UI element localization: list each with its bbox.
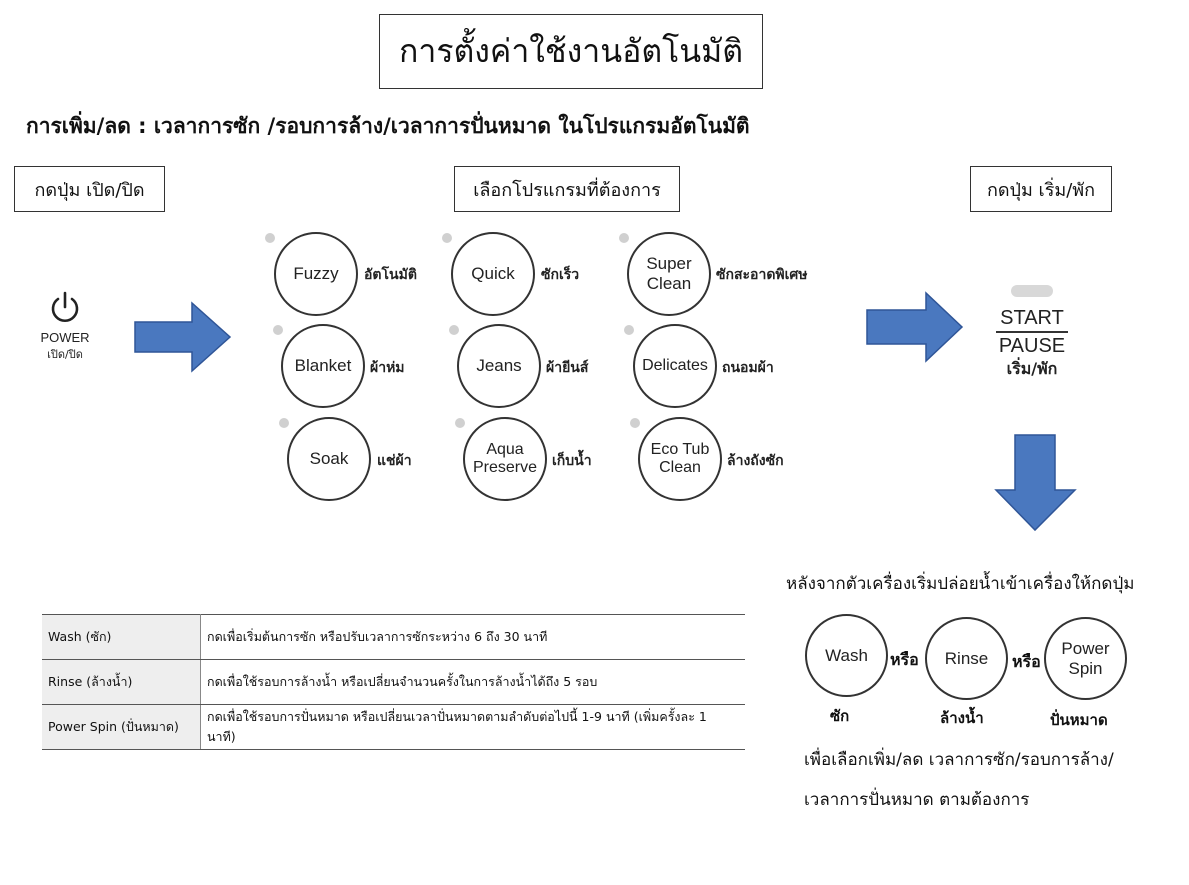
pause-label: PAUSE	[998, 335, 1066, 357]
program-thai-label: ล้างถังซัก	[727, 453, 784, 469]
program-led-quick	[442, 233, 452, 243]
power-icon	[51, 291, 79, 322]
wash-label: Wash	[825, 645, 868, 665]
table-row: Power Spin (ปั่นหมาด) กดเพื่อใช้รอบการปั…	[42, 704, 745, 750]
wash-thai-label: ซัก	[830, 707, 850, 725]
table-key: Power Spin (ปั่นหมาด)	[42, 704, 201, 750]
program-thai-label: ซักสะอาดพิเศษ	[716, 267, 808, 283]
power-spin-thai-label: ปั่นหมาด	[1050, 711, 1108, 729]
program-thai-label: แช่ผ้า	[377, 453, 412, 469]
rinse-label: Rinse	[944, 648, 989, 668]
power-button[interactable]: POWER เปิด/ปิด	[30, 290, 100, 363]
program-led-fuzzy	[265, 233, 275, 243]
arrow-right-icon	[134, 301, 232, 373]
power-thai-label: เปิด/ปิด	[47, 348, 83, 361]
program-button-blanket[interactable]: Blanket	[281, 324, 365, 408]
program-label: Blanket	[294, 356, 352, 376]
program-label: Aqua Preserve	[472, 440, 538, 476]
program-led-soak	[279, 418, 289, 428]
program-button-eco-tub-clean[interactable]: Eco Tub Clean	[638, 417, 722, 501]
program-button-delicates[interactable]: Delicates	[633, 324, 717, 408]
program-button-jeans[interactable]: Jeans	[457, 324, 541, 408]
table-key: Wash (ซัก)	[42, 614, 201, 660]
table-key: Rinse (ล้างน้ำ)	[42, 659, 201, 705]
page-title: การตั้งค่าใช้งานอัตโนมัติ	[379, 14, 763, 89]
after-start-note-line2: เวลาการปั่นหมาด ตามต้องการ	[804, 790, 1030, 810]
program-label: Quick	[471, 264, 515, 284]
table-desc: กดเพื่อเริ่มต้นการซัก หรือปรับเวลาการซัก…	[200, 614, 745, 660]
arrow-right-icon	[866, 291, 964, 363]
start-pause-divider	[996, 331, 1068, 333]
program-thai-label: ซักเร็ว	[541, 267, 580, 283]
step-power-box: กดปุ่ม เปิด/ปิด	[14, 166, 165, 212]
program-button-super-clean[interactable]: Super Clean	[627, 232, 711, 316]
table-row: Wash (ซัก) กดเพื่อเริ่มต้นการซัก หรือปรั…	[42, 614, 745, 660]
step-program-box: เลือกโปรแกรมที่ต้องการ	[454, 166, 680, 212]
arrow-down-icon	[994, 434, 1077, 532]
table-desc: กดเพื่อใช้รอบการล้างน้ำ หรือเปลี่ยนจำนวน…	[200, 659, 745, 705]
wash-button[interactable]: Wash	[805, 614, 888, 697]
rinse-button[interactable]: Rinse	[925, 617, 1008, 700]
subtitle: การเพิ่ม/ลด : เวลาการซัก /รอบการล้าง/เวล…	[26, 114, 750, 138]
start-pause-led	[1011, 285, 1053, 297]
start-pause-button[interactable]: START PAUSE เริ่ม/พัก	[996, 285, 1068, 382]
program-label: Delicates	[642, 356, 708, 374]
program-thai-label: ถนอมผ้า	[722, 360, 774, 376]
program-led-jeans	[449, 325, 459, 335]
program-thai-label: ผ้าห่ม	[370, 360, 405, 376]
program-label: Super Clean	[646, 254, 692, 293]
step-start-box: กดปุ่ม เริ่ม/พัก	[970, 166, 1112, 212]
step-power-label: กดปุ่ม เปิด/ปิด	[34, 179, 145, 201]
button-description-table: Wash (ซัก) กดเพื่อเริ่มต้นการซัก หรือปรั…	[42, 614, 745, 750]
program-led-eco-tub-clean	[630, 418, 640, 428]
power-label: POWER	[40, 330, 90, 345]
or-label: หรือ	[1012, 652, 1041, 671]
program-led-blanket	[273, 325, 283, 335]
rinse-thai-label: ล้างน้ำ	[940, 709, 984, 727]
power-spin-button[interactable]: Power Spin	[1044, 617, 1127, 700]
program-button-fuzzy[interactable]: Fuzzy	[274, 232, 358, 316]
start-label: START	[1000, 307, 1064, 329]
program-button-aqua-preserve[interactable]: Aqua Preserve	[463, 417, 547, 501]
page-title-text: การตั้งค่าใช้งานอัตโนมัติ	[398, 32, 744, 70]
table-row: Rinse (ล้างน้ำ) กดเพื่อใช้รอบการล้างน้ำ …	[42, 659, 745, 705]
table-desc: กดเพื่อใช้รอบการปั่นหมาด หรือเปลี่ยนเวลา…	[200, 704, 745, 750]
program-thai-label: ผ้ายีนส์	[546, 360, 589, 376]
step-start-label: กดปุ่ม เริ่ม/พัก	[986, 179, 1096, 201]
program-led-aqua-preserve	[455, 418, 465, 428]
program-label: Fuzzy	[293, 264, 339, 284]
or-label: หรือ	[890, 650, 919, 669]
program-led-super-clean	[619, 233, 629, 243]
program-label: Soak	[309, 449, 349, 469]
start-pause-thai-label: เริ่ม/พัก	[1006, 359, 1058, 378]
program-led-delicates	[624, 325, 634, 335]
power-spin-label: Power Spin	[1061, 638, 1110, 678]
program-thai-label: เก็บน้ำ	[552, 453, 592, 469]
after-start-instruction: หลังจากตัวเครื่องเริ่มปล่อยน้ำเข้าเครื่อ…	[786, 574, 1135, 594]
program-button-soak[interactable]: Soak	[287, 417, 371, 501]
program-button-quick[interactable]: Quick	[451, 232, 535, 316]
after-start-note-line1: เพื่อเลือกเพิ่ม/ลด เวลาการซัก/รอบการล้าง…	[804, 750, 1114, 770]
step-program-label: เลือกโปรแกรมที่ต้องการ	[473, 179, 661, 201]
program-label: Jeans	[476, 356, 522, 376]
program-label: Eco Tub Clean	[650, 440, 710, 476]
program-thai-label: อัตโนมัติ	[364, 267, 417, 283]
